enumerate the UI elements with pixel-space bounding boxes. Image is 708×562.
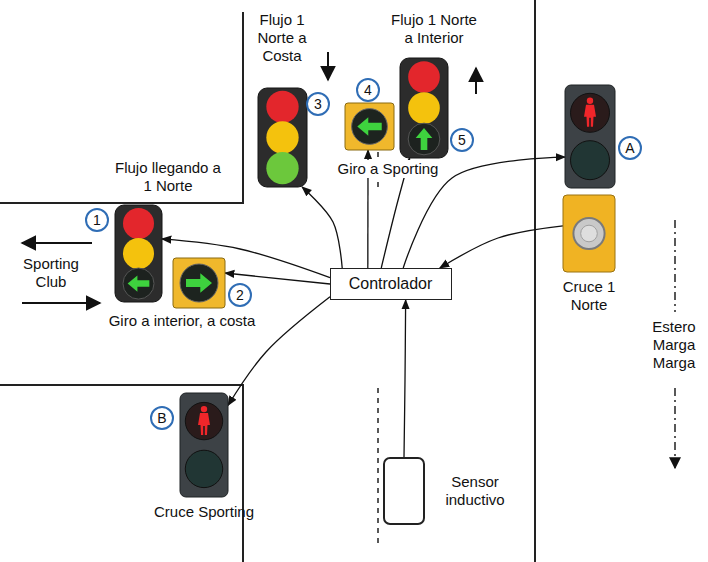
signal-housing (400, 58, 448, 158)
green-arrow (416, 128, 433, 150)
figure-head (201, 406, 207, 412)
arrow-signal: 4 (345, 103, 394, 150)
road-edge (534, 0, 536, 562)
signal-drawing (258, 88, 307, 187)
green-arrow (186, 273, 212, 293)
pedestrian-figure (198, 406, 210, 435)
signal-drawing (115, 205, 162, 302)
signal-wire (440, 226, 563, 268)
pedestrian-housing (565, 85, 615, 188)
push-button (573, 218, 604, 249)
arrow-signal: 2 (173, 258, 225, 308)
place-name: Sporting Club (16, 255, 86, 291)
turn-label: Giro a interior, a costa (109, 312, 256, 330)
lane-divider (377, 388, 379, 545)
yellow-lamp (123, 238, 154, 269)
signal-caption: Cruce Sporting (124, 503, 284, 521)
figure-body (198, 413, 210, 435)
signal-caption: Sensor inductivo (434, 473, 516, 509)
flow-arrow (22, 302, 100, 304)
road-edge (0, 12, 243, 203)
pedestrian-signal: BCruce Sporting (180, 393, 228, 497)
figure-head (587, 98, 593, 104)
stream-line (674, 388, 676, 468)
signal-drawing (173, 258, 225, 308)
red-lamp (408, 61, 440, 93)
callout-number: 2 (228, 283, 252, 307)
inductive-sensor: Sensor inductivo (383, 457, 425, 525)
signal-caption: Flujo 1 Norte a Costa (254, 11, 310, 65)
traffic-light: 5Flujo 1 Norte a Interior (400, 58, 448, 158)
controller-box: Controlador (330, 268, 452, 300)
push-button-box: Cruce 1 Norte (563, 195, 615, 272)
green-arrow (357, 117, 381, 135)
stop-lamp (185, 402, 222, 439)
walk-lamp (571, 141, 610, 180)
signal-wire (404, 300, 406, 457)
place-name: Estero Marga Marga (643, 318, 705, 372)
traffic-light: 3Flujo 1 Norte a Costa (258, 88, 307, 187)
flow-arrow (22, 242, 92, 244)
turn-label: Giro a Sporting (335, 160, 442, 178)
figure-body (584, 105, 596, 127)
arrow-lamp (408, 123, 440, 155)
callout-number: A (618, 136, 642, 160)
callout-number: 5 (450, 128, 474, 152)
pedestrian-figure (584, 98, 596, 127)
yellow-lamp (408, 92, 440, 124)
green-arrow (128, 275, 150, 291)
stop-lamp (571, 93, 610, 132)
red-lamp (123, 208, 154, 239)
signal-wire (302, 187, 342, 268)
flow-arrow (475, 68, 477, 94)
callout-number: 4 (356, 78, 380, 102)
callout-number: 3 (306, 92, 330, 116)
green-lamp (266, 152, 298, 184)
arrow-lamp (180, 264, 218, 302)
signal-housing (115, 205, 162, 302)
signal-drawing (345, 103, 394, 150)
callout-number: B (150, 406, 174, 430)
signal-drawing (400, 58, 448, 158)
callout-number: 1 (85, 208, 109, 232)
pedestrian-housing (180, 393, 228, 497)
signal-drawing (563, 195, 615, 272)
arrow-signal-frame (345, 103, 394, 150)
signal-caption: Cruce 1 Norte (553, 278, 625, 314)
traffic-light: 1Flujo llegando a 1 Norte (115, 205, 162, 302)
button-frame (563, 195, 615, 272)
signal-drawing (180, 393, 228, 497)
arrow-lamp (352, 109, 388, 145)
road-edge (0, 385, 243, 562)
box-label: Controlador (349, 275, 433, 293)
flow-arrow (327, 52, 329, 80)
red-lamp (266, 91, 298, 123)
yellow-lamp (266, 121, 298, 153)
signal-drawing (565, 85, 615, 188)
signal-caption: Flujo 1 Norte a Interior (389, 11, 479, 47)
arrow-signal-frame (173, 258, 225, 308)
walk-lamp (185, 450, 222, 487)
signal-caption: Flujo llegando a 1 Norte (114, 159, 222, 195)
signal-housing (258, 88, 307, 187)
stream-line (674, 220, 676, 312)
pedestrian-signal: A (565, 85, 615, 188)
push-button-center (581, 225, 598, 242)
arrow-lamp (123, 268, 154, 299)
